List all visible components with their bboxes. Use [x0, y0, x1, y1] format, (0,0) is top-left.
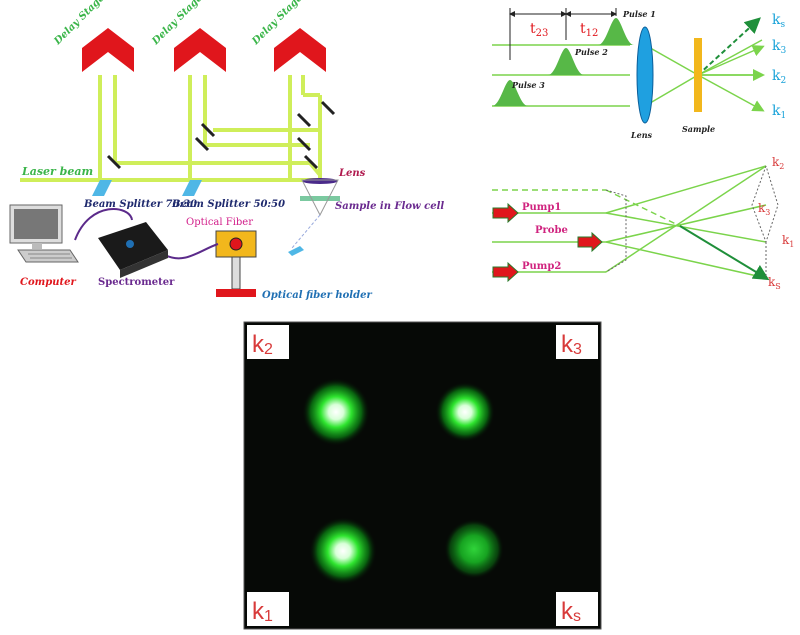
lens-label: Lens [338, 168, 366, 179]
mirrors [106, 100, 336, 170]
geometry-panel: Pump1 Probe Pump2 k2 k3 k1 kS [492, 155, 794, 291]
ks-label: ks [772, 12, 785, 30]
pulse-sample-icon [694, 38, 702, 112]
beam-splitter-7030-label: Beam Splitter 70:30 [83, 199, 197, 210]
computer-icon [9, 204, 79, 263]
t23-label: t23 [530, 21, 548, 39]
cam-k1-box: k1 [247, 592, 289, 626]
optical-fiber-holder-label: Optical fiber holder [262, 290, 372, 301]
k1-label: k1 [772, 103, 786, 121]
svg-text:ks: ks [561, 598, 581, 625]
laser-beam-label: Laser beam [21, 165, 93, 178]
beam-splitter-7030-icon [92, 180, 112, 196]
geo-k1-label: k1 [782, 233, 794, 249]
pulse-3-shape [492, 80, 528, 106]
cam-k3-box: k3 [556, 325, 598, 359]
pulse-2-label: Pulse 2 [574, 47, 608, 57]
geo-k2-label: k2 [772, 155, 784, 171]
pulse-1-shape [598, 18, 634, 45]
pulse-sample-label: Sample [682, 124, 715, 134]
pulse-lens-icon [636, 26, 654, 124]
optical-fiber-holder [215, 230, 257, 297]
sample-flow-cell-label: Sample in Flow cell [335, 201, 444, 212]
beam-splitter-5050-icon [182, 180, 202, 196]
svg-text:k3: k3 [561, 331, 582, 358]
cam-k2-box: k2 [247, 325, 289, 359]
k3-label: k3 [772, 38, 786, 56]
fiber-mirror-icon [288, 246, 304, 256]
pulse-2-shape [548, 48, 584, 75]
spectrometer-label: Spectrometer [98, 277, 175, 288]
delay-stages [82, 28, 326, 72]
geo-k3-label: k3 [758, 201, 770, 217]
k2-label: k2 [772, 68, 786, 86]
optical-fiber-label: Optical Fiber [186, 217, 253, 228]
svg-text:k1: k1 [252, 598, 273, 625]
spectrometer-icon [98, 222, 168, 278]
t12-label: t12 [580, 21, 598, 39]
pulse-3-label: Pulse 3 [511, 80, 545, 90]
pulse-panel: t23 t12 Pulse 1 Pulse 2 Pulse 3 Lens Sam… [492, 8, 786, 140]
flow-cell-icon [300, 196, 340, 201]
svg-text:k2: k2 [252, 331, 273, 358]
fiber-cable [164, 243, 219, 260]
probe-label: Probe [535, 225, 568, 236]
cam-ks-box: ks [556, 592, 598, 626]
delay-stage-2-icon [174, 28, 226, 72]
beam-paths [20, 75, 322, 182]
pump1-label: Pump1 [522, 202, 561, 213]
pump2-label: Pump2 [522, 261, 561, 272]
pulse-lens-label: Lens [630, 130, 653, 140]
beam-splitter-5050-label: Beam Splitter 50:50 [171, 199, 285, 210]
spot-k1 [309, 517, 377, 585]
delay-stage-3-icon [274, 28, 326, 72]
computer-label: Computer [20, 277, 76, 288]
spot-k2 [302, 378, 370, 446]
lens-icon [302, 178, 338, 184]
pump2-arrow-icon [492, 261, 519, 283]
pulse-1-label: Pulse 1 [622, 9, 656, 19]
probe-arrow-icon [577, 231, 603, 253]
geo-ks-label: kS [768, 275, 781, 291]
spot-ks [444, 519, 504, 579]
camera-image-panel: k2 k3 k1 ks [243, 321, 602, 630]
spot-k3 [435, 382, 495, 442]
setup-panel: Delay Stage 1 Delay Stage 2 Delay Stage … [9, 0, 444, 301]
delay-stage-1-icon [82, 28, 134, 72]
pump1-arrow-icon [492, 202, 519, 224]
